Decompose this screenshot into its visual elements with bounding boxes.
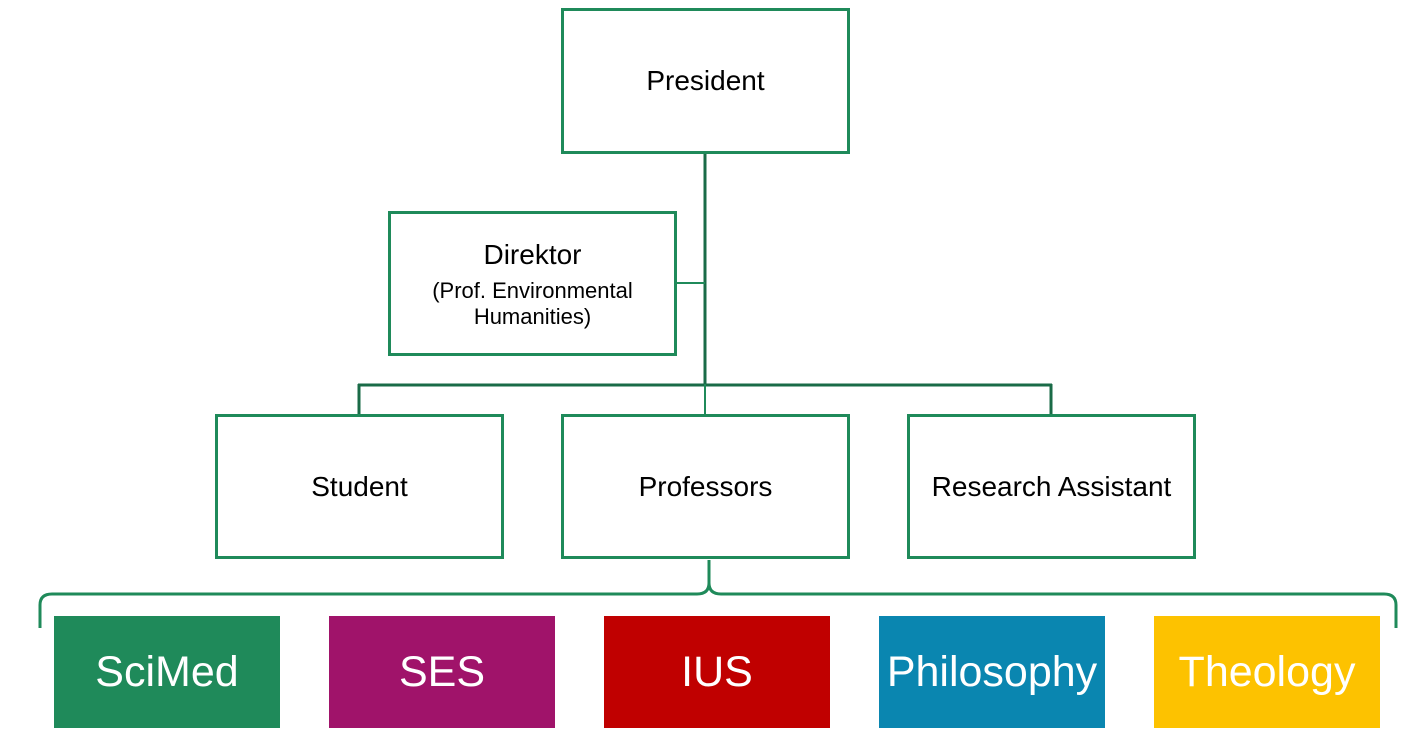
president-label: President [646, 65, 765, 96]
direktor-subtitle: (Prof. Environmental Humanities) [432, 277, 633, 329]
faculty-ius: IUS [604, 616, 830, 728]
research-assistant-box: Research Assistant [907, 414, 1196, 559]
faculty-ses: SES [329, 616, 555, 728]
direktor-label: Direktor [483, 238, 582, 270]
faculty-brace [38, 560, 1398, 628]
faculty-scimed: SciMed [54, 616, 280, 728]
faculty-theology: Theology [1154, 616, 1380, 728]
direktor-box: Direktor (Prof. Environmental Humanities… [388, 211, 677, 356]
professors-box: Professors [561, 414, 850, 559]
research-assistant-label: Research Assistant [931, 470, 1172, 502]
president-box: President [561, 8, 850, 154]
student-label: Student [311, 470, 408, 502]
student-box: Student [215, 414, 504, 559]
faculty-philosophy: Philosophy [879, 616, 1105, 728]
professors-label: Professors [638, 470, 773, 502]
